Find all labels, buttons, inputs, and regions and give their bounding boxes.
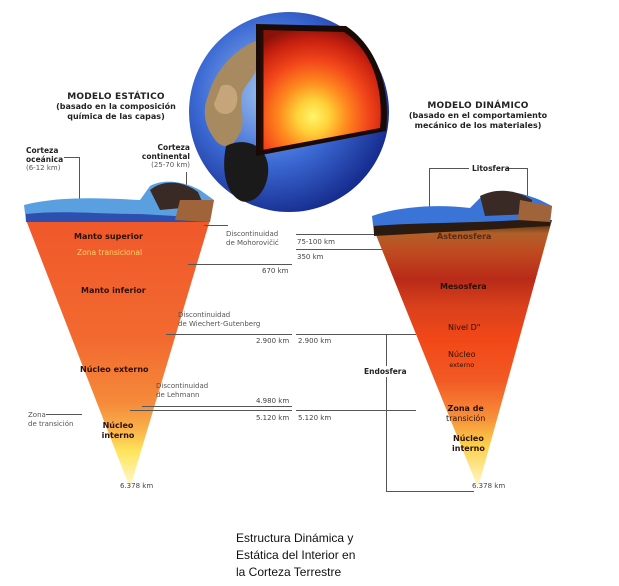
caption-line-1: Estructura Dinámica y <box>236 531 354 545</box>
dynamic-inner-core-line-1: Núcleo <box>453 434 484 443</box>
static-model-cone <box>24 181 214 488</box>
oceanic-crust-leader-v <box>79 157 80 217</box>
caption-line-2: Estática del Interior en <box>236 548 356 562</box>
dynamic-inner-core-line-2: interno <box>452 444 485 453</box>
dynamic-bottom-depth: 6.378 km <box>472 482 506 490</box>
moho-line-2: de Mohorovičić <box>226 239 279 247</box>
moho-line-1: Discontinuidad <box>226 230 279 238</box>
static-model-subtitle-1: (basado en la composición <box>56 102 176 111</box>
depth-2900-line-right <box>296 334 416 335</box>
continental-crust-name-1: Corteza <box>157 143 190 152</box>
depth-4980-label: 4.980 km <box>256 397 290 405</box>
static-transition-zone-label: Zona de transición <box>28 411 73 429</box>
oceanic-crust-name-2: oceánica <box>26 155 64 164</box>
wg-line-2: de Wiechert-Gutenberg <box>178 320 261 328</box>
moho-line-left <box>204 225 228 226</box>
lehmann-line-2: de Lehmann <box>156 391 200 399</box>
depth-75-100-line <box>296 234 386 235</box>
static-layer-lower-mantle: Manto inferior <box>81 286 146 295</box>
static-model-heading: MODELO ESTÁTICO (basado en la composició… <box>56 92 176 122</box>
static-bottom-depth: 6.378 km <box>120 482 154 490</box>
depth-2900-line-left <box>166 334 292 335</box>
static-layer-inner-core-label: Núcleo interno <box>101 421 135 440</box>
static-transition-zone-line-2: de transición <box>28 420 74 428</box>
static-transition-zone-line-1: Zona <box>28 411 46 419</box>
depth-5120-left-label: 5.120 km <box>256 414 290 422</box>
depth-350-label: 350 km <box>297 253 324 261</box>
dynamic-layer-asthenosphere: Astenosfera <box>437 232 492 241</box>
dynamic-transition-line-2: transición <box>446 414 486 423</box>
static-model-title: MODELO ESTÁTICO <box>67 92 165 102</box>
wiechert-gutenberg-discontinuity-label: Discontinuidad de Wiechert-Gutenberg <box>178 311 260 329</box>
depth-5120-line-right <box>296 410 416 411</box>
dynamic-layer-inner-core: Núcleo interno <box>452 434 485 454</box>
lithosphere-label: Litosfera <box>472 164 510 173</box>
dynamic-transition-line-1: Zona de <box>447 404 484 413</box>
dynamic-model-subtitle-1: (basado en el comportamiento <box>408 111 548 120</box>
static-layer-outer-core: Núcleo externo <box>80 365 149 374</box>
oceanic-crust-name-1: Corteza <box>26 146 59 155</box>
lehmann-line-1: Discontinuidad <box>156 382 209 390</box>
static-layer-inner-core: Núcleo interno <box>100 421 136 441</box>
depth-2900-right-label: 2.900 km <box>298 337 332 345</box>
figure-caption: Estructura Dinámica y Estática del Inter… <box>236 530 355 581</box>
endosphere-bracket-v <box>386 334 387 492</box>
dynamic-model-title: MODELO DINÁMICO <box>427 101 529 111</box>
depth-5120-line-left <box>130 410 292 411</box>
lehmann-discontinuity-label: Discontinuidad de Lehmann <box>156 382 208 400</box>
oceanic-crust-range: (6-12 km) <box>26 164 61 172</box>
oceanic-crust-label: Corteza oceánica (6-12 km) <box>26 146 63 173</box>
lithosphere-bracket-left <box>429 168 430 220</box>
dynamic-outer-core-line-1: Núcleo <box>448 350 476 359</box>
lithosphere-bracket-top-right <box>506 168 528 169</box>
depth-670-label: 670 km <box>262 267 289 275</box>
dynamic-model-heading: MODELO DINÁMICO (basado en el comportami… <box>408 101 548 131</box>
depth-4980-line <box>142 406 292 407</box>
earth-globe-cutaway <box>189 12 389 212</box>
dynamic-layer-outer-core: Núcleo externo <box>448 350 476 370</box>
depth-670-line <box>188 264 292 265</box>
mohorovicic-discontinuity-label: Discontinuidad de Mohorovičić <box>226 230 279 248</box>
static-layer-upper-mantle: Manto superior <box>74 232 143 241</box>
continental-crust-name-2: continental <box>141 152 190 161</box>
endosphere-bracket-bottom <box>386 491 474 492</box>
dynamic-model-cone <box>372 190 552 488</box>
lithosphere-bracket-top-left <box>429 168 469 169</box>
depth-350-line <box>296 249 386 250</box>
static-model-subtitle-2: química de las capas) <box>67 112 165 121</box>
depth-75-100-label: 75-100 km <box>297 238 335 246</box>
lithosphere-bracket-right <box>527 168 528 218</box>
depth-5120-right-label: 5.120 km <box>298 414 332 422</box>
static-layer-transition-zone: Zona transicional <box>77 248 143 257</box>
depth-2900-left-label: 2.900 km <box>256 337 290 345</box>
static-transition-zone-leader <box>46 414 82 415</box>
oceanic-crust-leader-h <box>64 157 80 158</box>
caption-line-3: la Corteza Terrestre <box>236 565 342 579</box>
continental-crust-label: Corteza continental (25-70 km) <box>140 143 190 170</box>
wg-line-1: Discontinuidad <box>178 311 231 319</box>
dynamic-outer-core-line-2: externo <box>449 361 475 369</box>
dynamic-layer-d-level: Nivel D" <box>448 323 481 332</box>
endosphere-label: Endosfera <box>364 366 407 377</box>
continental-crust-range: (25-70 km) <box>151 161 190 169</box>
dynamic-layer-transition-zone: Zona de transición <box>446 404 485 424</box>
dynamic-model-subtitle-2: mecánico de los materiales) <box>414 121 542 130</box>
dynamic-layer-mesosphere: Mesosfera <box>440 282 487 291</box>
